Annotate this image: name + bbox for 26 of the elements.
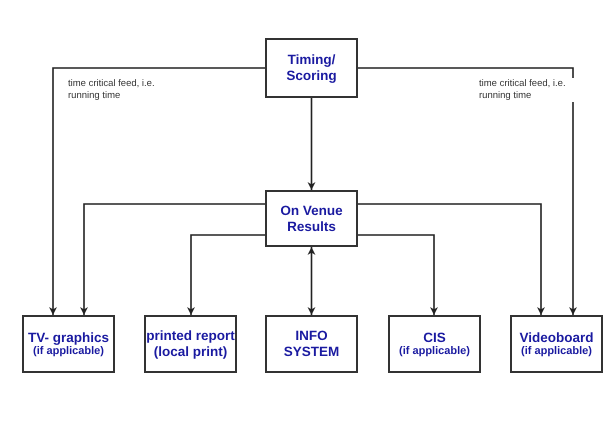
box-title: On Venue Results (279, 202, 344, 234)
arrow (358, 67, 577, 315)
box-title: INFO SYSTEM (282, 328, 340, 360)
process-box (265, 38, 358, 98)
process-box (144, 315, 237, 373)
process-box (388, 315, 481, 373)
process-box (265, 315, 358, 373)
arrow (80, 203, 265, 315)
edge-label: time critical feed, i.e. running time (479, 78, 574, 102)
arrow (358, 203, 545, 315)
process-box (22, 315, 115, 373)
arrow (358, 234, 438, 315)
box-title: printed report (local print) (146, 328, 235, 360)
box-title: Timing/ Scoring (285, 52, 338, 84)
arrow (308, 98, 316, 190)
box-title: Videoboard (519, 330, 594, 346)
box-title: TV- graphics (28, 330, 110, 346)
process-box (265, 190, 358, 247)
arrow (49, 67, 265, 315)
box-note: (if applicable) (33, 345, 104, 358)
box-note: (if applicable) (521, 345, 592, 358)
arrow (187, 234, 265, 315)
box-note: (if applicable) (399, 345, 470, 358)
arrow (308, 247, 316, 315)
process-box (510, 315, 603, 373)
box-title: CIS (423, 330, 446, 346)
